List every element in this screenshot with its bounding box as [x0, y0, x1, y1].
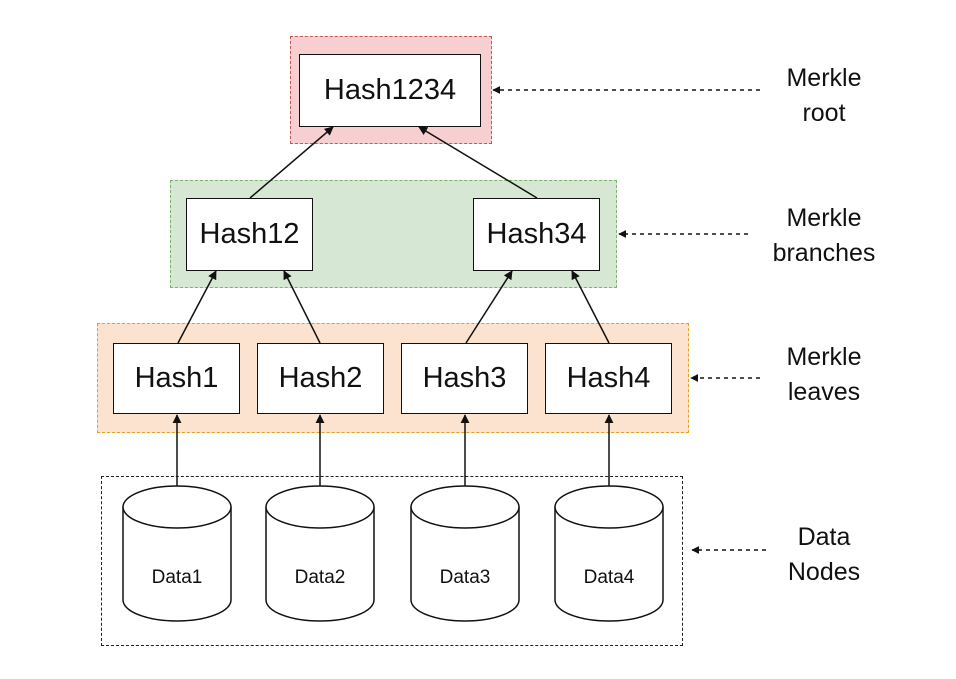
arrow-hash1-to-hash12 [177, 270, 217, 344]
label-merkle-branches: Merkle branches [756, 201, 892, 271]
arrow-hash3-to-hash34 [465, 270, 513, 344]
data-cylinder-4 [554, 485, 664, 622]
arrow-hash12-to-hash1234 [249, 126, 334, 199]
data-nodes-group [101, 476, 683, 646]
label-data-nodes-line2: Nodes [787, 558, 861, 586]
label-merkle-branches-line2: branches [772, 239, 876, 267]
label-merkle-branches-line1: Merkle [786, 204, 862, 232]
arrow-hash4-to-hash34 [571, 270, 610, 344]
label-data-nodes: Data Nodes [764, 520, 884, 590]
node-hash1234: Hash1234 [299, 54, 481, 127]
label-data-nodes-line1: Data [797, 523, 851, 551]
node-hash12: Hash12 [186, 198, 313, 271]
data-node-label-3: Data3 [439, 567, 491, 588]
node-hash34: Hash34 [473, 198, 600, 271]
arrow-hash34-to-hash1234 [418, 126, 538, 199]
label-merkle-root-line2: root [802, 99, 846, 127]
label-merkle-leaves-line1: Merkle [786, 343, 862, 371]
label-merkle-leaves: Merkle leaves [764, 340, 884, 410]
data-node-label-1: Data1 [151, 567, 203, 588]
data-node-label-4: Data4 [583, 567, 635, 588]
label-merkle-leaves-line2: leaves [787, 378, 861, 406]
node-hash3: Hash3 [401, 343, 528, 414]
label-merkle-root-line1: Merkle [786, 64, 862, 92]
arrow-hash2-to-hash12 [283, 270, 321, 344]
label-merkle-root: Merkle root [764, 61, 884, 131]
data-node-label-2: Data2 [294, 567, 346, 588]
node-hash2: Hash2 [257, 343, 384, 414]
data-cylinder-2 [265, 485, 375, 622]
node-hash1: Hash1 [113, 343, 240, 414]
data-cylinder-1 [122, 485, 232, 622]
data-cylinder-3 [410, 485, 520, 622]
node-hash4: Hash4 [545, 343, 672, 414]
